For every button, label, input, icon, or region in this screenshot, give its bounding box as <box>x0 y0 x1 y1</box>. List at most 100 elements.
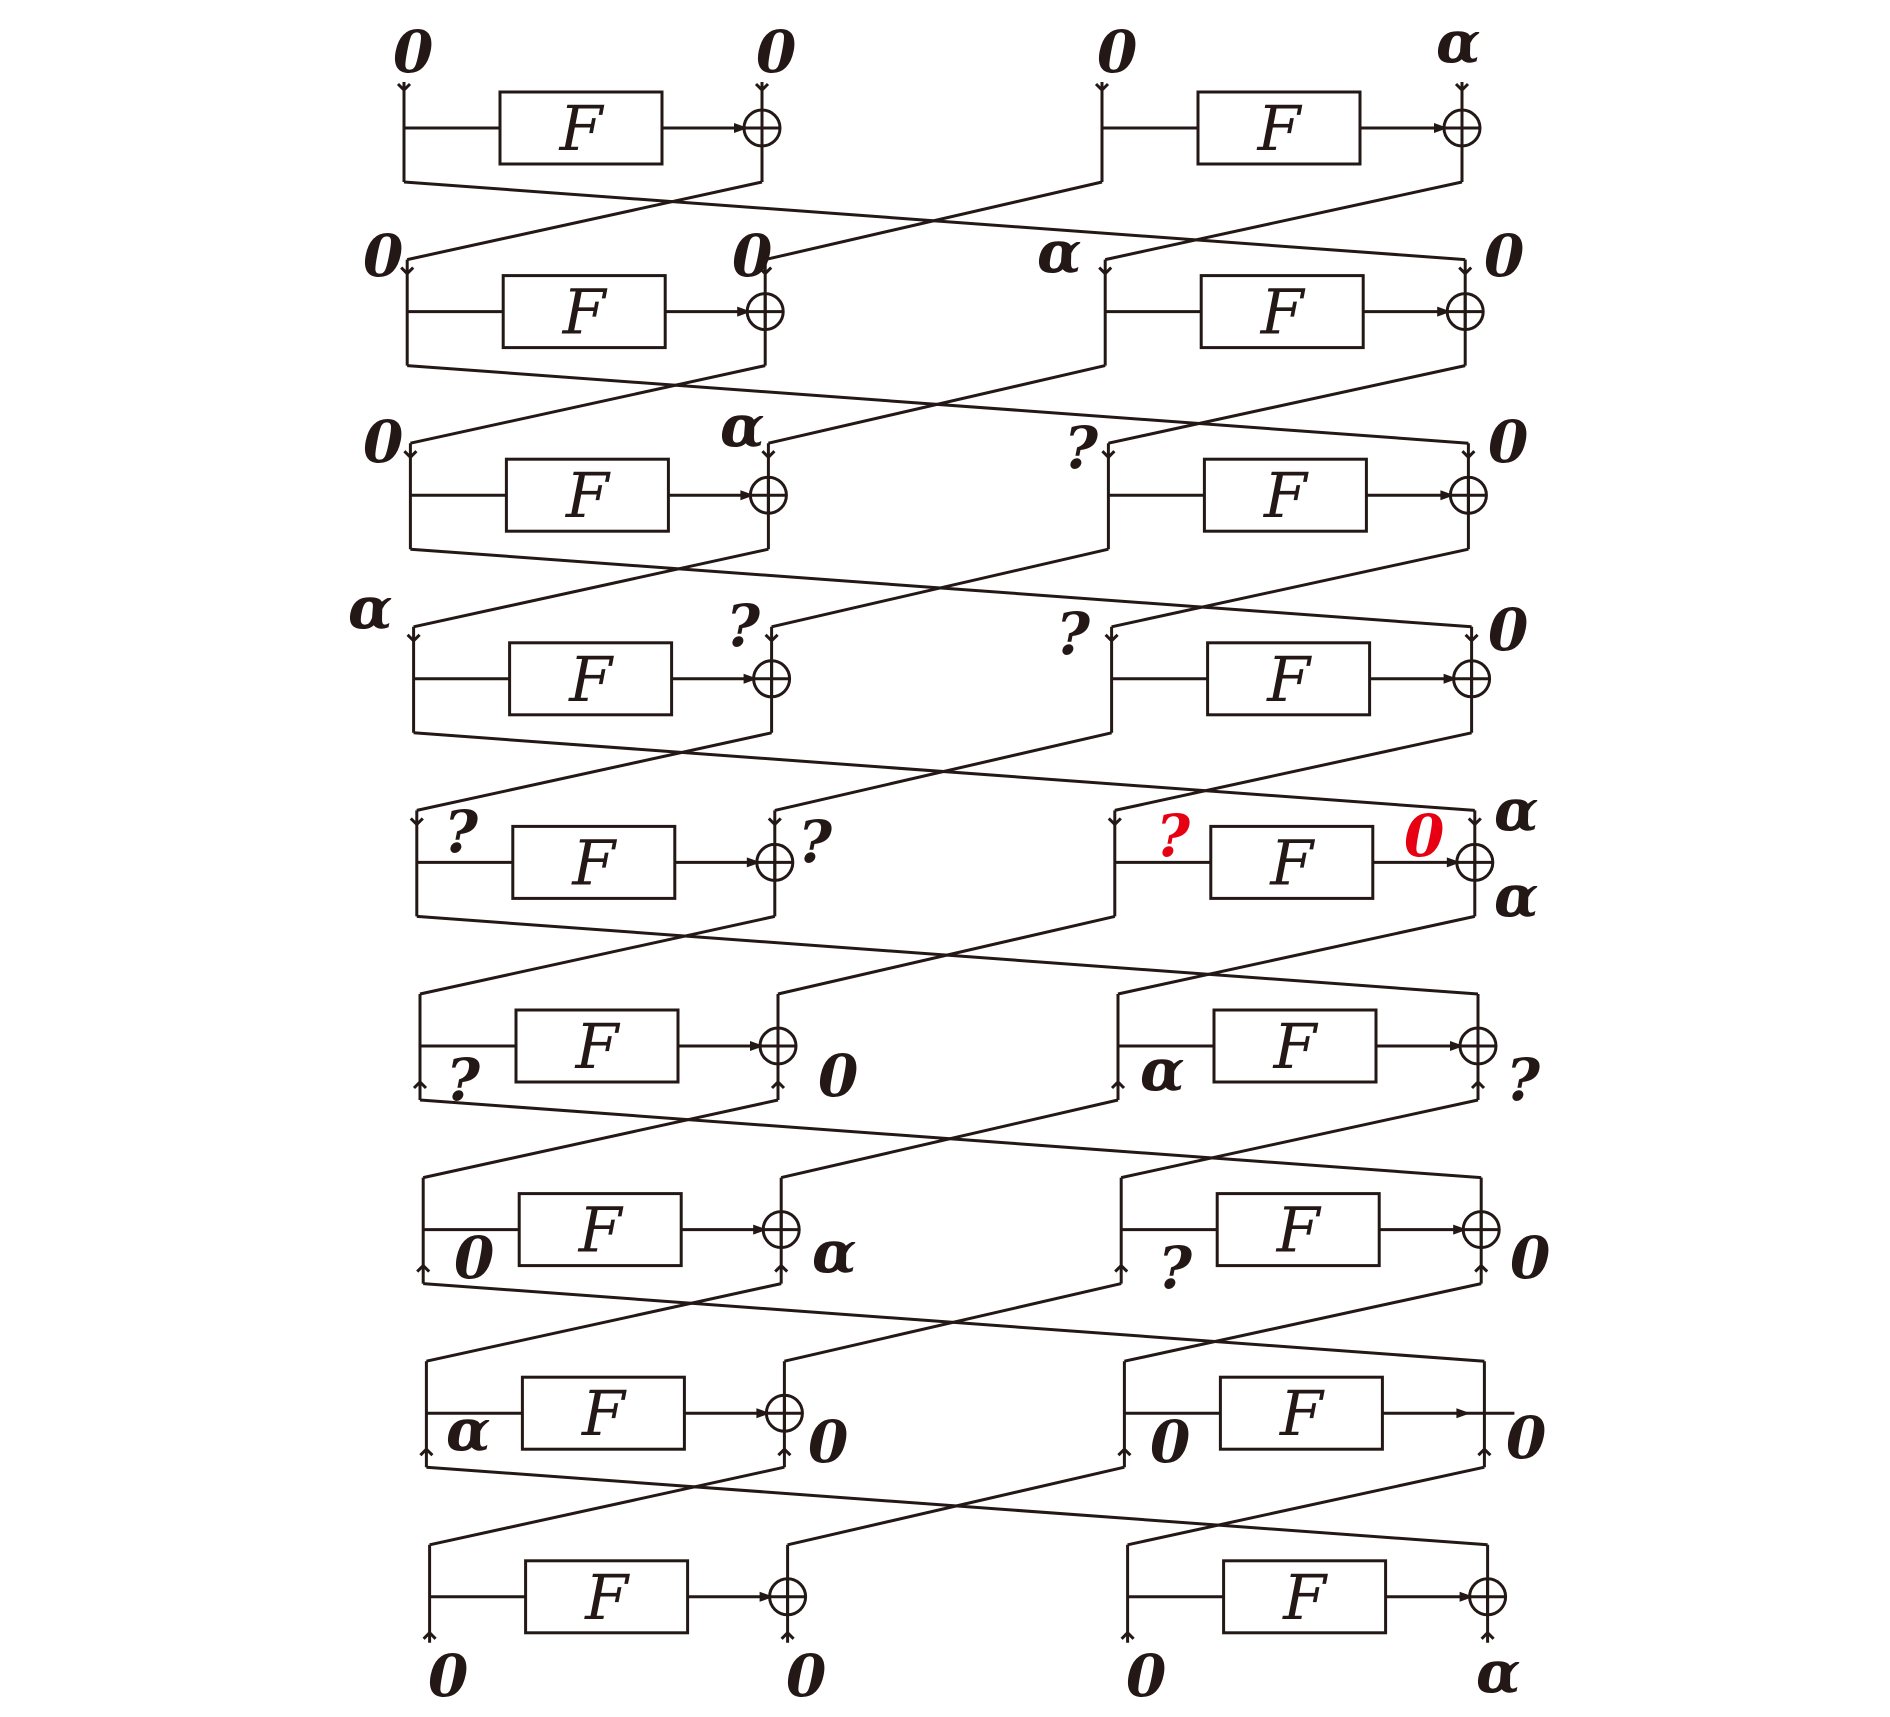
arrow-head <box>1443 673 1458 684</box>
crossing-wire <box>764 180 1103 262</box>
direction-tick <box>409 817 424 827</box>
direction-tick <box>400 266 415 276</box>
direction-tick <box>1094 82 1110 93</box>
arrow-head <box>743 673 758 684</box>
label-r6-d: ? <box>1506 1046 1541 1114</box>
f-function-label: F <box>565 459 611 532</box>
crossing-wire <box>1117 914 1476 996</box>
direction-tick <box>1454 82 1470 93</box>
crossing-wire <box>784 1282 1122 1363</box>
direction-tick <box>1104 633 1119 643</box>
f-function-box <box>1209 824 1375 900</box>
arrow-head <box>1453 1224 1468 1235</box>
crossing-wire <box>1124 1282 1482 1363</box>
f-function-box <box>511 824 677 900</box>
crossing-wire <box>416 731 772 812</box>
label-r3-c: ? <box>1064 414 1099 482</box>
f-function-box <box>517 1192 683 1268</box>
label-r8-c: 0 <box>1150 1408 1190 1476</box>
f-function-label: F <box>571 826 617 899</box>
arrow-head <box>759 1591 774 1602</box>
crossing-wire <box>771 547 1109 629</box>
direction-tick <box>1458 266 1473 276</box>
crossing-wire <box>780 1098 1119 1180</box>
label-r4-d: 0 <box>1488 596 1528 664</box>
arrow-head <box>740 490 755 501</box>
label-r1-c: 0 <box>1097 18 1137 86</box>
crossing-wire <box>1104 180 1463 262</box>
label-r5-d: 0 <box>1404 802 1444 870</box>
direction-tick <box>1098 266 1113 276</box>
crossing-wire <box>1114 731 1472 812</box>
label-r5-c: ? <box>1156 802 1191 870</box>
f-function-label: F <box>578 1194 624 1267</box>
f-function-box <box>1202 457 1368 533</box>
crossing-wire <box>426 1282 782 1363</box>
label-r6-c: α <box>1140 1036 1185 1104</box>
label-r5-f: α <box>1494 862 1539 930</box>
direction-tick <box>754 82 770 93</box>
f-function-box <box>501 274 667 350</box>
label-r5-b: ? <box>798 808 833 876</box>
label-r3-a: 0 <box>363 408 403 476</box>
f-function-box <box>1206 641 1372 717</box>
f-function-box <box>504 457 670 533</box>
direction-tick <box>416 1263 431 1273</box>
f-function-box <box>1212 1008 1378 1084</box>
arrow-head <box>734 123 748 133</box>
f-function-label: F <box>568 643 614 716</box>
crossing-wire <box>410 364 766 445</box>
arrow-head <box>753 1224 768 1235</box>
f-function-box <box>1218 1375 1384 1451</box>
f-function-label: F <box>1266 643 1312 716</box>
direction-tick <box>1117 1447 1132 1457</box>
label-r8-b: 0 <box>808 1408 848 1476</box>
label-r5-a: ? <box>444 798 479 866</box>
crossing-wire <box>777 914 1116 996</box>
crossing-wire <box>768 364 1106 445</box>
label-r3-d: 0 <box>1488 408 1528 476</box>
f-function-label: F <box>1256 92 1302 165</box>
label-r9-b: 0 <box>786 1642 826 1710</box>
label-r1-a: 0 <box>393 18 433 86</box>
crossing-wire <box>406 180 763 262</box>
f-function-label: F <box>1282 1561 1328 1634</box>
label-r9-d: α <box>1476 1638 1521 1706</box>
f-function-label: F <box>584 1561 630 1634</box>
label-r7-b: α <box>812 1218 857 1286</box>
arrow-head <box>1440 490 1455 501</box>
direction-tick <box>403 450 418 460</box>
f-function-label: F <box>574 1010 620 1083</box>
crossing-wire <box>413 547 769 629</box>
f-function-box <box>1199 274 1365 350</box>
crossing-wire <box>1108 364 1466 445</box>
f-function-box <box>524 1559 690 1635</box>
arrow-head <box>1446 857 1461 868</box>
direction-tick <box>774 1263 789 1273</box>
f-function-label: F <box>1263 459 1309 532</box>
label-r2-d: 0 <box>1484 222 1524 290</box>
label-r9-a: 0 <box>428 1642 468 1710</box>
direction-tick <box>406 633 421 643</box>
crossing-wire <box>1111 547 1469 629</box>
label-r4-c: ? <box>1056 600 1091 668</box>
direction-tick <box>419 1447 434 1457</box>
f-function-label: F <box>1276 1194 1322 1267</box>
label-r8-a: α <box>446 1396 491 1464</box>
wires <box>402 82 1515 1643</box>
label-r6-a: ? <box>446 1046 481 1114</box>
direction-tick <box>764 633 779 643</box>
direction-tick <box>780 1630 795 1640</box>
direction-tick <box>396 82 412 93</box>
label-r9-c: 0 <box>1126 1642 1166 1710</box>
direction-tick <box>1101 450 1116 460</box>
arrow-head <box>756 1408 771 1419</box>
direction-tick <box>1464 633 1479 643</box>
direction-tick <box>1474 1263 1489 1273</box>
label-r2-c: α <box>1037 218 1082 286</box>
f-function-box <box>1196 90 1362 166</box>
arrow-head <box>1437 306 1452 317</box>
label-r1-b: 0 <box>756 18 796 86</box>
arrow-head <box>1434 123 1448 133</box>
